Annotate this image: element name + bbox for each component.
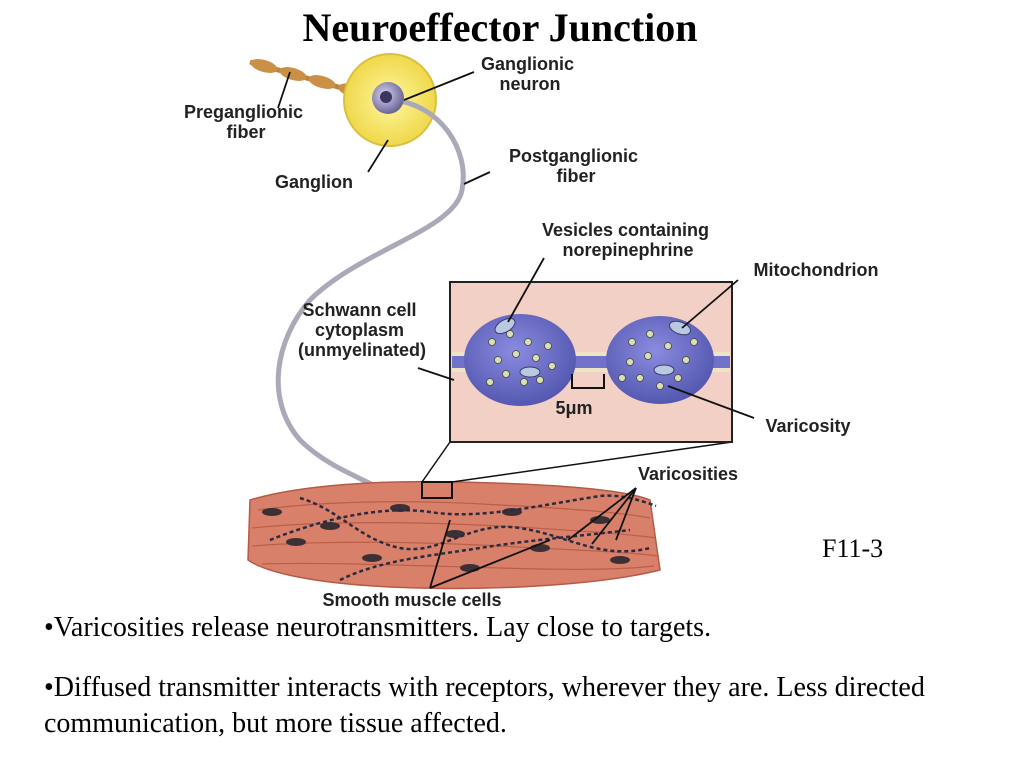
varicosity-left [464, 314, 576, 406]
label-ganglionic-neuron: Ganglionic neuron [481, 54, 579, 94]
mitochondria [494, 317, 692, 378]
label-vesicles: Vesicles containing norepinephrine [542, 220, 714, 260]
slide-title: Neuroeffector Junction [302, 5, 698, 50]
label-smooth-muscle: Smooth muscle cells [322, 590, 501, 610]
vesicles [486, 330, 698, 390]
scale-bar [571, 374, 605, 389]
ganglionic-neuron-nucleus [380, 91, 392, 103]
zoom-source-box [421, 481, 453, 499]
label-schwann-cell: Schwann cell cytoplasm (unmyelinated) [298, 300, 426, 360]
postganglionic-fiber [275, 97, 466, 498]
varicosity-right [606, 316, 714, 404]
bullet-1: •Varicosities release neurotransmitters.… [44, 612, 712, 643]
leader-lines [277, 71, 755, 589]
varicosity-inset [449, 281, 733, 443]
label-scale: 5μm [555, 398, 592, 418]
label-ganglion: Ganglion [275, 172, 353, 192]
label-mitochondrion: Mitochondrion [754, 260, 879, 280]
label-varicosities: Varicosities [638, 464, 738, 484]
neuroeffector-diagram: Ganglionic neuron Preganglionic fiber Ga… [184, 53, 879, 610]
figure-id: F11-3 [822, 534, 884, 563]
label-preganglionic-fiber: Preganglionic fiber [184, 102, 308, 142]
label-postganglionic-fiber: Postganglionic fiber [509, 146, 643, 186]
bullet-2: •Diffused transmitter interacts with rec… [44, 672, 925, 739]
smooth-muscle-tissue [247, 480, 661, 590]
label-varicosity: Varicosity [765, 416, 850, 436]
